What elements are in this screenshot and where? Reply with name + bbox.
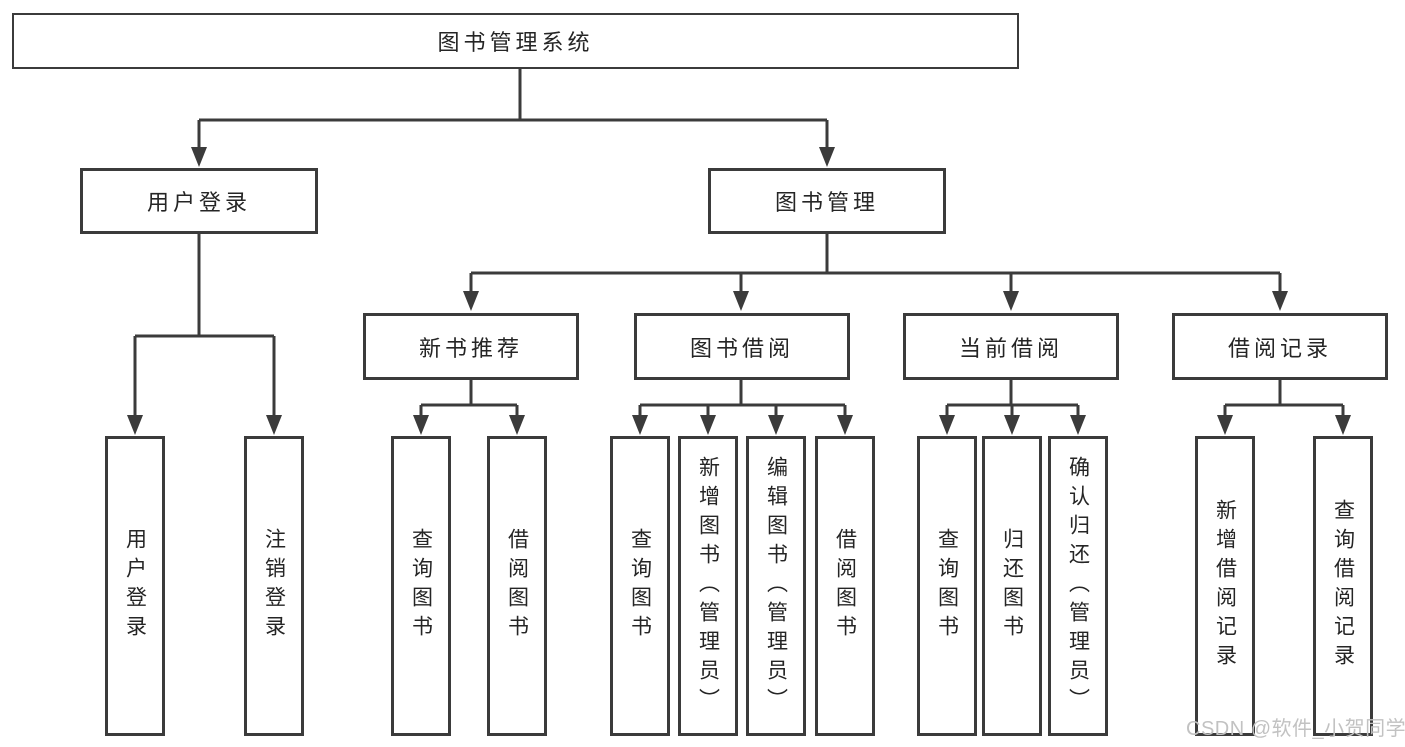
watermark: CSDN @软件_小贺同学 <box>1186 718 1405 740</box>
arrow-down-icon <box>819 147 835 167</box>
arrow-down-icon <box>733 291 749 311</box>
node-book-borrow: 图书借阅 <box>634 313 850 380</box>
node-root-system: 图书管理系统 <box>12 13 1019 69</box>
connector-borrow-records-to-leaves <box>1223 379 1345 418</box>
node-current-borrow: 当前借阅 <box>903 313 1119 380</box>
arrow-down-icon <box>632 415 648 435</box>
arrow-down-icon <box>768 415 784 435</box>
arrow-down-icon <box>1003 291 1019 311</box>
arrow-down-icon <box>1004 415 1020 435</box>
leaf-query-borrow-record: 查询借阅记录 <box>1313 436 1373 736</box>
leaf-return-books: 归还图书 <box>982 436 1042 736</box>
arrow-down-icon <box>127 415 143 435</box>
node-new-book-recommend: 新书推荐 <box>363 313 579 380</box>
arrow-down-icon <box>939 415 955 435</box>
node-book-management: 图书管理 <box>708 168 946 234</box>
leaf-query-books-recommend: 查询图书 <box>391 436 451 736</box>
leaf-query-books-current: 查询图书 <box>917 436 977 736</box>
arrow-down-icon <box>413 415 429 435</box>
arrow-down-icon <box>1217 415 1233 435</box>
leaf-user-login: 用户登录 <box>105 436 165 736</box>
arrow-down-icon <box>191 147 207 167</box>
arrow-down-icon <box>1335 415 1351 435</box>
arrow-down-icon <box>837 415 853 435</box>
leaf-confirm-return-admin: 确认归还（管理员） <box>1048 436 1108 736</box>
leaf-logout-login: 注销登录 <box>244 436 304 736</box>
connector-root-to-level2 <box>197 68 829 150</box>
leaf-borrow-books: 借阅图书 <box>815 436 875 736</box>
leaf-borrow-books-recommend: 借阅图书 <box>487 436 547 736</box>
connector-user-login-to-leaves <box>133 233 276 418</box>
leaf-add-book-admin: 新增图书（管理员） <box>678 436 738 736</box>
leaf-edit-book-admin: 编辑图书（管理员） <box>746 436 806 736</box>
leaf-query-books-borrow: 查询图书 <box>610 436 670 736</box>
connector-book-mgmt-to-level3 <box>469 233 1282 294</box>
arrow-down-icon <box>700 415 716 435</box>
node-user-login: 用户登录 <box>80 168 318 234</box>
node-borrow-records: 借阅记录 <box>1172 313 1388 380</box>
arrow-down-icon <box>266 415 282 435</box>
arrow-down-icon <box>463 291 479 311</box>
connector-new-book-to-leaves <box>419 379 519 418</box>
connector-current-borrow-to-leaves <box>945 379 1080 418</box>
connector-book-borrow-to-leaves <box>638 379 847 418</box>
arrow-down-icon <box>1272 291 1288 311</box>
arrow-down-icon <box>1070 415 1086 435</box>
arrow-down-icon <box>509 415 525 435</box>
leaf-add-borrow-record: 新增借阅记录 <box>1195 436 1255 736</box>
